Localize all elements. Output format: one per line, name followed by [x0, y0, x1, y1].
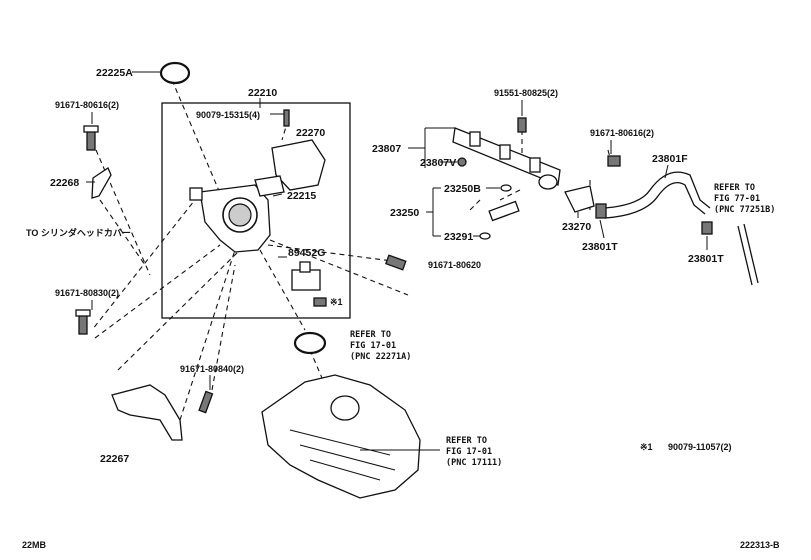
- gasket-22225a: [159, 61, 191, 85]
- injector-23250-shape: [488, 200, 520, 222]
- screw-x1-shape: [313, 297, 327, 307]
- footnote-part: 90079-11057(2): [668, 442, 732, 452]
- refer-fig77-line1: REFER TO: [714, 183, 755, 193]
- label-91671-80620: 91671-80620: [428, 260, 481, 270]
- fuel-pipe-23270-shape: [564, 185, 595, 213]
- assembly-dashed-lines: [91, 79, 613, 421]
- refer-fig17a-line2: FIG 17-01: [350, 341, 396, 351]
- clamp-23801t-b-shape: [701, 221, 713, 235]
- gasket-22271a-shape: [293, 331, 327, 355]
- label-23807v: 23807V: [420, 157, 456, 169]
- label-22225a: 22225A: [96, 67, 133, 79]
- clamp-23801t-a-shape: [595, 203, 607, 219]
- refer-fig17a-line1: REFER TO: [350, 330, 391, 340]
- throttle-body-group-frame: [161, 102, 351, 319]
- label-91551-80825: 91551-80825(2): [494, 88, 558, 98]
- refer-note-fig17b: REFER TO FIG 17-01 (PNC 17111): [446, 436, 502, 468]
- leader-lines: [86, 71, 708, 451]
- refer-fig77-line3: (PNC 77251B): [714, 205, 775, 215]
- label-89452g: 89452G: [288, 247, 325, 259]
- refer-fig77-line2: FIG 77-01: [714, 194, 760, 204]
- insulator-23291-shape: [479, 232, 491, 240]
- label-91671-80616-right: 91671-80616(2): [590, 128, 654, 138]
- throttle-body-shape: [189, 184, 271, 253]
- label-23270: 23270: [562, 221, 591, 233]
- label-23807: 23807: [372, 143, 401, 155]
- label-23250: 23250: [390, 207, 419, 219]
- label-91671-80840: 91671-80840(2): [180, 364, 244, 374]
- footnote-mark: ※1: [640, 442, 653, 452]
- refer-note-fig17a: REFER TO FIG 17-01 (PNC 22271A): [350, 330, 411, 362]
- label-23801f: 23801F: [652, 153, 688, 165]
- bracket-22267-shape: [111, 384, 183, 441]
- bracket-22268-shape: [91, 167, 112, 199]
- bolt-91671-80620-shape: [384, 254, 407, 271]
- hose-to-fig77-inner: [743, 223, 759, 284]
- o-ring-23250b-shape: [500, 184, 512, 192]
- label-x1: ※1: [330, 297, 343, 307]
- label-22267: 22267: [100, 453, 129, 465]
- label-23291: 23291: [444, 231, 473, 243]
- label-91671-80830: 91671-80830(2): [55, 288, 119, 298]
- label-22210: 22210: [248, 87, 277, 99]
- fuel-rail-23807-shape: [452, 127, 561, 190]
- label-22215: 22215: [287, 190, 316, 202]
- refer-fig17b-line1: REFER TO: [446, 436, 487, 446]
- label-23250b: 23250B: [444, 183, 481, 195]
- bolt-91671-80840-shape: [198, 390, 214, 414]
- sensor-22270-shape: [271, 139, 326, 191]
- refer-fig17b-line3: (PNC 17111): [446, 458, 502, 468]
- gasket-22215-shape: [254, 175, 285, 197]
- label-91671-80616-left: 91671-80616(2): [55, 100, 119, 110]
- hose-to-fig77-shape: [737, 225, 753, 286]
- label-22268: 22268: [50, 177, 79, 189]
- label-23801t-b: 23801T: [688, 253, 724, 265]
- bolt-91671-80616-right-shape: [607, 155, 621, 167]
- bolt-91671-80616-left-shape: [83, 125, 99, 151]
- refer-note-fig77: REFER TO FIG 77-01 (PNC 77251B): [714, 183, 775, 215]
- diagram-code-left: 22MB: [22, 540, 47, 550]
- bolt-91671-80830-shape: [75, 309, 91, 335]
- screw-90079-15315-shape: [283, 109, 290, 127]
- damper-23807v-shape: [457, 157, 467, 167]
- fuel-hose-23801f-shape: [604, 171, 711, 209]
- fuel-hose-23801f-inner: [604, 182, 706, 219]
- label-22270: 22270: [296, 127, 325, 139]
- label-90079-15315: 90079-15315(4): [196, 110, 260, 120]
- refer-fig17b-line2: FIG 17-01: [446, 447, 492, 457]
- refer-fig17a-line3: (PNC 22271A): [350, 352, 411, 362]
- sensor-89452g-shape: [291, 261, 321, 291]
- label-23801t-a: 23801T: [582, 241, 618, 253]
- part-labels: 22225A 22210 90079-15315(4) 22270 22215 …: [26, 67, 724, 465]
- label-to-cylinder-head: TO シリンダヘッドカバー: [26, 227, 131, 238]
- bolt-91551-80825-shape: [517, 117, 527, 133]
- diagram-code-right: 222313-B: [740, 540, 780, 550]
- intake-manifold-shape: [261, 374, 421, 499]
